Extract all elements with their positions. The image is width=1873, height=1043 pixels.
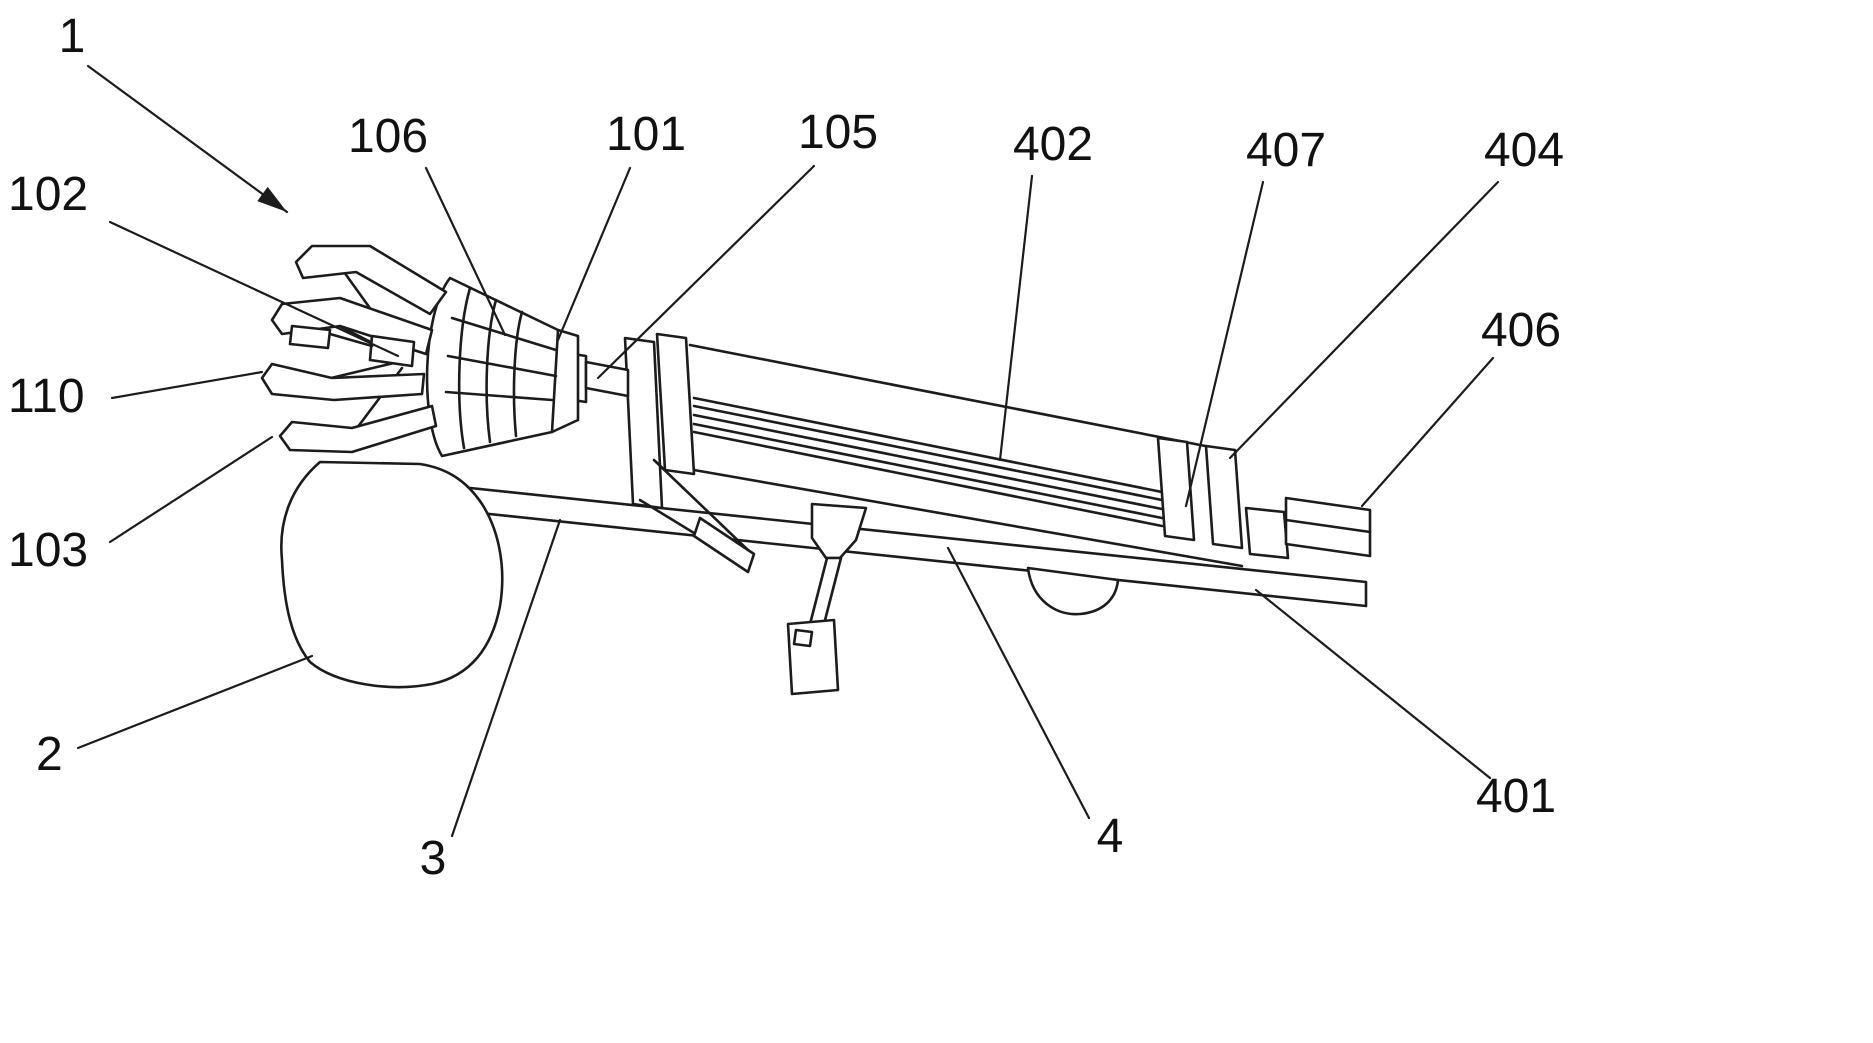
label-2: 2 — [36, 728, 63, 781]
label-group-102: 102 — [8, 168, 400, 358]
frame-top-edge — [688, 343, 1238, 454]
frame-boss-outline — [1026, 566, 1120, 616]
leader-line-401 — [1254, 588, 1492, 780]
column-brace-1 — [652, 458, 752, 554]
leader-line-101 — [556, 166, 632, 342]
label-1: 1 — [59, 10, 86, 63]
label-group-106: 106 — [348, 110, 507, 337]
label-102: 102 — [8, 168, 88, 221]
cage-strut-2 — [446, 354, 558, 378]
wrist-cage — [425, 276, 580, 458]
cage-rib-2 — [485, 298, 498, 444]
handle-grip — [280, 460, 504, 689]
claw-block-link — [328, 332, 374, 348]
rail-line-1 — [692, 396, 1164, 494]
trigger-foot — [786, 618, 840, 696]
guide-rails — [688, 343, 1244, 568]
leader-line-402 — [998, 174, 1034, 462]
label-group-4: 4 — [946, 546, 1124, 863]
frame-boss — [1026, 566, 1120, 616]
label-group-101: 101 — [556, 108, 686, 342]
label-group-402: 402 — [998, 118, 1093, 462]
frame-lower-edge — [692, 468, 1244, 568]
end-channel-groove — [1284, 518, 1372, 534]
label-group-404: 404 — [1228, 124, 1564, 460]
claw-center-block — [368, 334, 416, 368]
label-group-3: 3 — [420, 518, 562, 885]
leader-line-406 — [1360, 356, 1495, 508]
carriage-plate-front — [1204, 444, 1244, 550]
support-column — [623, 336, 756, 574]
label-3: 3 — [420, 832, 447, 885]
carriage-block — [1156, 436, 1244, 550]
claw-side-block — [288, 324, 332, 350]
carriage-plate-rear — [1156, 436, 1196, 542]
machine-drawing — [260, 244, 1372, 696]
trigger-post — [786, 502, 868, 696]
gripper-finger-bottom — [278, 404, 438, 454]
label-group-103: 103 — [8, 435, 274, 577]
end-connector-block — [1244, 506, 1290, 560]
rail-line-3 — [692, 422, 1164, 520]
rail-line-4 — [692, 430, 1164, 528]
cage-rib-1 — [457, 286, 472, 450]
label-group-110: 110 — [8, 370, 264, 423]
column-foot — [692, 516, 756, 574]
leader-line-105 — [596, 164, 816, 380]
leader-line-110 — [110, 370, 264, 400]
leader-line-1 — [86, 64, 289, 214]
label-105: 105 — [798, 106, 878, 159]
label-group-406: 406 — [1360, 304, 1561, 508]
annotation-layer: 1 102 110 103 2 3 106 101 105 402 407 404 406 401 4 — [8, 10, 1564, 885]
handle-grip-outline — [280, 460, 504, 689]
label-404: 404 — [1484, 124, 1564, 177]
label-group-407: 407 — [1184, 124, 1326, 508]
column-plate — [623, 336, 664, 510]
leader-line-3 — [450, 518, 562, 838]
cage-strut-3 — [444, 390, 554, 402]
leader-line-106 — [424, 166, 507, 337]
rail-line-2 — [692, 404, 1164, 502]
cage-hub-edge — [550, 328, 560, 434]
label-group-1: 1 — [59, 10, 289, 214]
gripper-finger-lower — [260, 362, 426, 402]
end-bracket — [1244, 496, 1372, 560]
rail-bracket-left-plate — [655, 332, 696, 476]
label-406: 406 — [1481, 304, 1561, 357]
rail-bracket-left — [655, 332, 696, 476]
label-401: 401 — [1476, 770, 1556, 823]
label-402: 402 — [1013, 118, 1093, 171]
label-407: 407 — [1246, 124, 1326, 177]
label-group-2: 2 — [36, 654, 314, 781]
leader-line-407 — [1184, 180, 1265, 508]
label-group-401: 401 — [1254, 588, 1556, 823]
leader-line-4 — [946, 546, 1091, 820]
label-103: 103 — [8, 524, 88, 577]
label-110: 110 — [8, 370, 85, 423]
trigger-foot-detail — [792, 628, 814, 648]
label-106: 106 — [348, 110, 428, 163]
leader-line-102 — [108, 220, 400, 358]
trigger-stem — [807, 556, 843, 630]
leader-line-103 — [108, 435, 274, 544]
label-4: 4 — [1097, 810, 1124, 863]
shaft-body — [584, 360, 630, 398]
label-group-105: 105 — [596, 106, 878, 380]
lead-screw — [692, 413, 1164, 511]
arrowhead-1 — [257, 186, 287, 212]
label-101: 101 — [606, 108, 686, 161]
leader-line-2 — [76, 654, 314, 750]
gripper-finger-top — [294, 244, 448, 316]
gripper-claw — [260, 244, 448, 454]
leader-line-404 — [1228, 180, 1500, 460]
